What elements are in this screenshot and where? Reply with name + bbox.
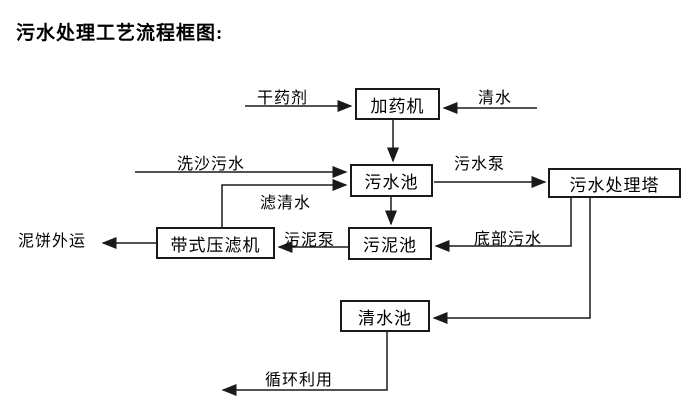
flow-label-recycling: 循环利用 — [265, 372, 334, 389]
node-clean-water-pool: 清水池 — [340, 300, 430, 332]
arrow-treatment-tower-to-clean-water-pool — [432, 198, 591, 324]
arrow-clean-water-pool-to-recycling — [221, 332, 388, 396]
flow-label-filtered-water: 滤清水 — [260, 195, 312, 212]
arrow-bottom-sewage-to-sludge-pool — [434, 198, 572, 252]
node-sewage-treatment-tower: 污水处理塔 — [548, 168, 681, 198]
page-title: 污水处理工艺流程框图: — [16, 23, 224, 44]
flow-label-sewage-pump: 污水泵 — [454, 156, 506, 173]
flow-label-sand-washing-sewage: 洗沙污水 — [177, 156, 246, 173]
node-sewage-pool: 污水池 — [350, 164, 433, 197]
flow-label-mud-cake-outbound: 泥饼外运 — [18, 233, 87, 250]
flow-label-dry-chemical: 干药剂 — [257, 90, 309, 107]
flow-label-bottom-sewage: 底部污水 — [474, 231, 543, 248]
node-belt-filter-press: 带式压滤机 — [156, 227, 275, 259]
arrow-filtered-water-to-sewage-pool — [221, 179, 348, 227]
node-dosing-machine: 加药机 — [355, 88, 440, 120]
node-sludge-pool: 污泥池 — [348, 227, 432, 260]
flow-label-sludge-pump: 污泥泵 — [284, 232, 336, 249]
flow-label-clean-water: 清水 — [478, 90, 513, 107]
